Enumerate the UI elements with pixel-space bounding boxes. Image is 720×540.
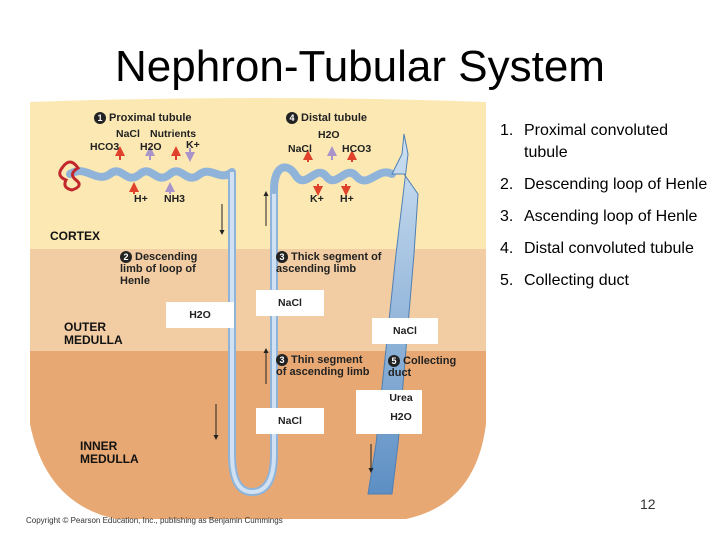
list-text: Collecting duct — [524, 272, 629, 289]
list-item: 4. Distal convoluted tubule — [500, 238, 710, 260]
box-cd-nacl: NaCl — [372, 318, 438, 344]
ion-dist-h2o: H2O — [318, 129, 340, 141]
list-item: 3. Ascending loop of Henle — [500, 206, 710, 228]
segment-list: 1. Proximal convoluted tubule 2. Descendin… — [500, 120, 710, 302]
list-text: Ascending loop of Henle — [524, 208, 698, 225]
ion-dist-h: H+ — [340, 193, 354, 205]
label-thick-text: Thick segment of ascending limb — [276, 251, 382, 275]
label-distal-text: Distal tubule — [301, 112, 368, 124]
ion-dist-k: K+ — [310, 193, 324, 205]
copyright-text: Copyright © Pearson Education, Inc., pub… — [26, 516, 283, 525]
label-collecting-text: Collecting duct — [388, 355, 457, 379]
ion-prox-k: K+ — [186, 139, 200, 151]
ion-prox-h: H+ — [134, 193, 148, 205]
proximal-tubule — [66, 167, 236, 182]
glomerulus-icon — [58, 160, 81, 192]
list-item: 1. Proximal convoluted tubule — [500, 120, 710, 164]
label-thin-number: 3 — [276, 354, 288, 366]
list-number: 3. — [500, 208, 514, 225]
label-proximal-text: Proximal tubule — [109, 112, 192, 124]
ion-dist-hco3: HCO3 — [342, 143, 372, 155]
ion-dist-nacl: NaCl — [288, 143, 312, 155]
label-collecting-number: 5 — [388, 355, 400, 367]
list-text: Proximal convoluted tubule — [524, 122, 669, 161]
ion-prox-h2o: H2O — [140, 141, 162, 153]
label-proximal-number: 1 — [94, 112, 106, 124]
label-descending-text: Descending limb of loop of Henle — [120, 251, 198, 287]
list-item: 2. Descending loop of Henle — [500, 174, 710, 196]
descending-limb-inner — [230, 172, 276, 495]
label-thin-text: Thin segment of ascending limb — [276, 354, 370, 378]
list-text: Descending loop of Henle — [524, 176, 708, 193]
cortex-label: CORTEX — [50, 229, 101, 243]
label-thick-number: 3 — [276, 251, 288, 263]
ion-prox-hco3: HCO3 — [90, 141, 120, 153]
outer-medulla-label: OUTER MEDULLA — [64, 320, 123, 347]
label-distal-number: 4 — [286, 112, 298, 124]
ion-prox-nh3: NH3 — [164, 193, 186, 205]
box-cd-urea: Urea — [389, 392, 413, 404]
box-cd-h2o: H2O — [390, 411, 412, 423]
list-item: 5. Collecting duct — [500, 270, 710, 292]
list-number: 1. — [500, 122, 514, 139]
box-thin-nacl: NaCl — [256, 408, 324, 434]
cortex-zone — [30, 98, 486, 249]
label-descending-number: 2 — [120, 251, 132, 263]
distal-tubule — [270, 163, 396, 194]
page-number: 12 — [640, 496, 656, 512]
list-text: Distal convoluted tubule — [524, 240, 694, 257]
list-number: 2. — [500, 176, 514, 193]
box-thick-nacl: NaCl — [256, 290, 324, 316]
list-number: 4. — [500, 240, 514, 257]
box-cd-urea-h2o: Urea H2O — [356, 390, 422, 434]
ion-prox-nacl: NaCl — [116, 128, 140, 140]
list-number: 5. — [500, 272, 514, 289]
slide-title: Nephron-Tubular System — [115, 42, 605, 91]
inner-medulla-label: INNER MEDULLA — [80, 439, 139, 466]
box-desc-h2o: H2O — [166, 302, 234, 328]
ion-prox-nutrients: Nutrients — [150, 128, 197, 140]
